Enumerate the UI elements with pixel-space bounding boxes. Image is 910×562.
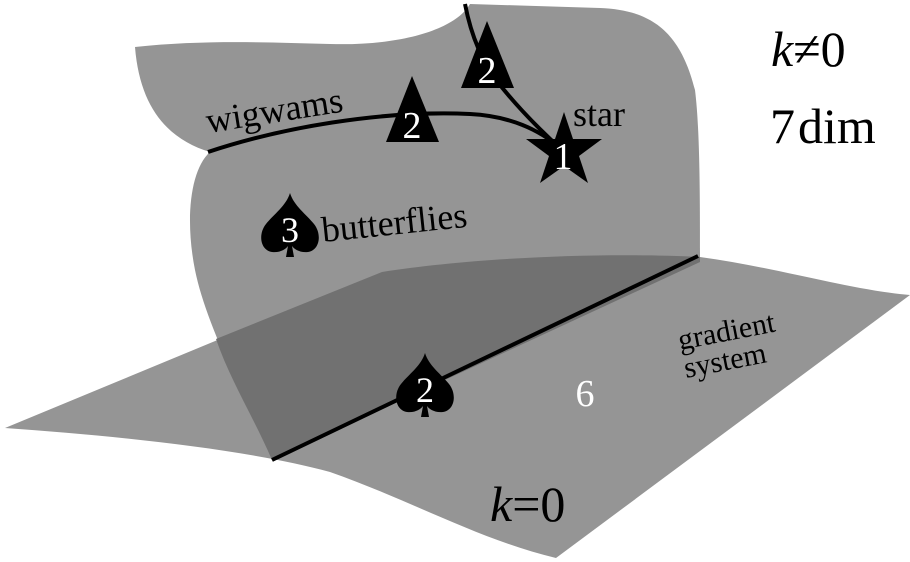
star-label: star [573,94,625,134]
spade-marker-butterflies: 3 [261,193,319,257]
spade-marker-line: 2 [396,353,454,417]
star-marker: 1 [526,112,602,183]
star-icon [526,112,602,183]
dim-number: 7 [770,98,795,154]
triangle-icon [461,21,514,88]
lower-plane [5,255,910,558]
triangle-marker-wigwams: 2 [386,76,439,147]
triangle-icon [386,76,439,142]
k-relation: ≠0 [793,21,845,77]
k-zero-line [271,254,699,462]
spade-icon [396,353,454,417]
dimension-six-label: 6 [576,373,595,415]
triangle-marker-upper: 2 [461,21,514,92]
seven-dim-label: 7dim [770,98,876,154]
marker-value: 2 [416,370,434,410]
svg-text:7dim: 7dim [770,98,876,154]
k-variable: k [490,476,513,532]
marker-value: 2 [478,50,497,92]
svg-text:k≠0: k≠0 [771,21,846,77]
overlap-region [216,255,700,460]
dim-unit: dim [798,98,876,154]
svg-text:k=0: k=0 [490,476,565,532]
marker-value: 3 [281,210,299,250]
k-zero-label: k=0 [490,476,565,532]
marker-value: 1 [554,136,573,178]
marker-value: 2 [403,105,422,147]
k-relation: =0 [512,476,565,532]
spade-icon [261,193,319,257]
k-nonzero-label: k≠0 [771,21,846,77]
k-variable: k [771,21,794,77]
wigwams-curve [207,111,562,154]
